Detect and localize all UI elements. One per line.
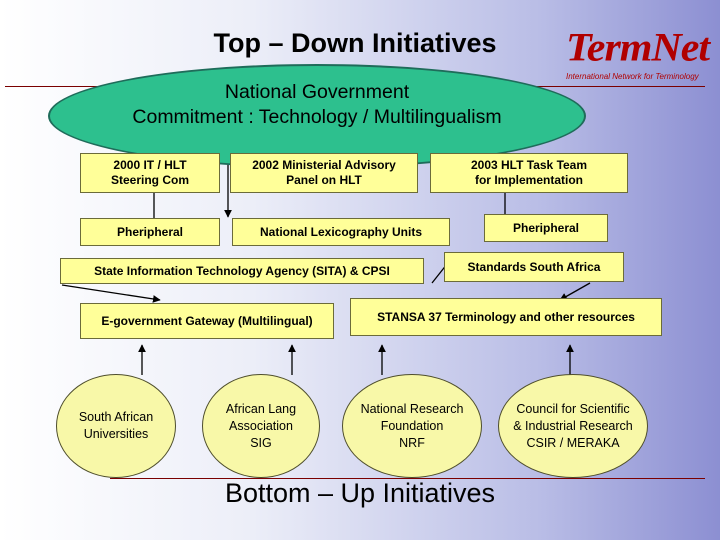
peripheral-right-box: Pheripheral: [484, 214, 608, 242]
egov-gateway-box: E-government Gateway (Multilingual): [80, 303, 334, 339]
arrow-sita-to-egov: [61, 284, 161, 303]
arrow-sabs-to-stansa: [559, 282, 591, 301]
oval-csir-meraka: Council for Scientific & Industrial Rese…: [498, 374, 648, 478]
oval-african-lang-association: African Lang Association SIG: [202, 374, 320, 478]
it-hlt-steering-box: 2000 IT / HLT Steering Com: [80, 153, 220, 193]
national-line-2: Commitment : Technology / Multilingualis…: [132, 106, 502, 128]
stansa-37-box: STANSA 37 Terminology and other resource…: [350, 298, 662, 336]
bottom-divider: [110, 478, 705, 479]
oval-sa-universities: South African Universities: [56, 374, 176, 478]
termnet-logo: TermNet International Network for Termin…: [566, 26, 710, 90]
ministerial-panel-box: 2002 Ministerial Advisory Panel on HLT: [230, 153, 418, 193]
oval-nrf: National Research Foundation NRF: [342, 374, 482, 478]
lexicography-units-box: National Lexicography Units: [232, 218, 450, 246]
page-title: Top – Down Initiatives: [213, 28, 497, 58]
bottom-title: Bottom – Up Initiatives: [224, 478, 496, 508]
national-line-1: National Government: [224, 81, 410, 103]
logo-subtitle: International Network for Terminology: [566, 72, 699, 81]
national-government-label: National Government Commitment : Technol…: [48, 80, 586, 130]
sita-cpsi-box: State Information Technology Agency (SIT…: [60, 258, 424, 284]
hlt-task-team-box: 2003 HLT Task Team for Implementation: [430, 153, 628, 193]
standards-south-africa-box: Standards South Africa: [444, 252, 624, 282]
logo-wordmark: TermNet: [566, 26, 710, 70]
peripheral-left-box: Pheripheral: [80, 218, 220, 246]
